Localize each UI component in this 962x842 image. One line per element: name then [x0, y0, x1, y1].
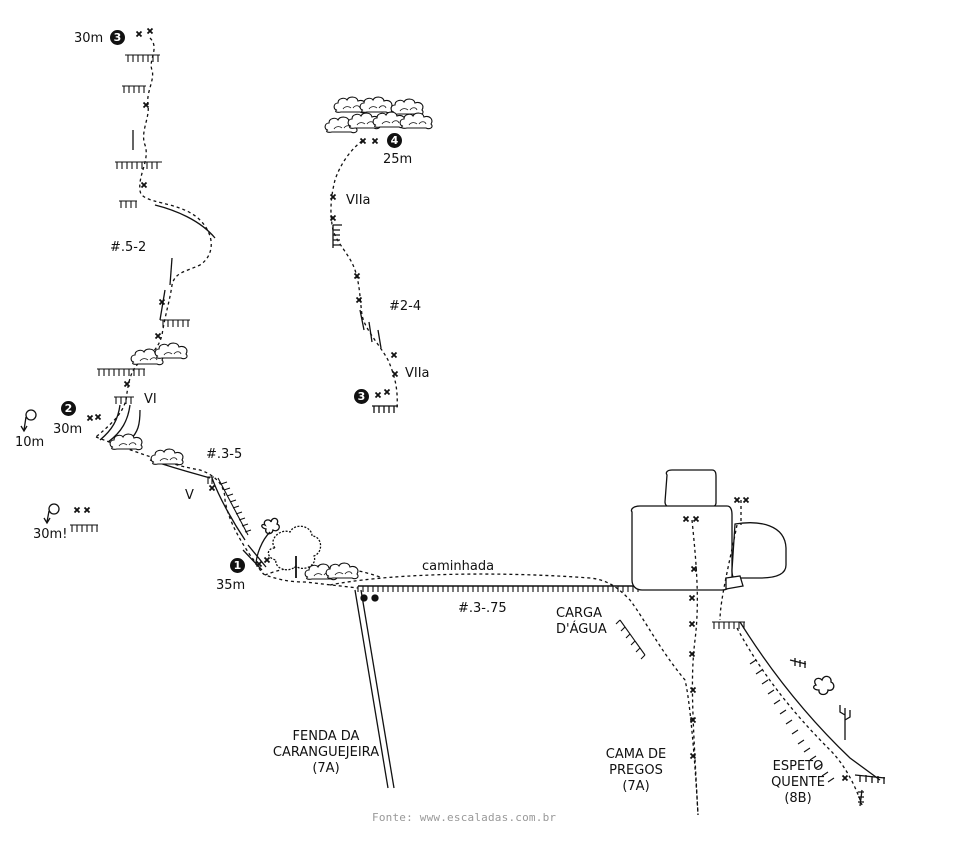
cama-de-pregos-line — [691, 500, 742, 816]
approach-label: caminhada — [422, 559, 495, 574]
carga-dagua-feature — [615, 619, 646, 660]
rappel-anchor-icon — [20, 409, 60, 525]
route-grade: (7A) — [312, 761, 340, 776]
gear-label: #.5-2 — [110, 240, 147, 255]
route-name-line: CARGA — [556, 606, 602, 621]
route-grade: (8B) — [784, 791, 812, 806]
tree-icon — [255, 517, 322, 578]
source-credit: Fonte: www.escaladas.com.br — [372, 811, 557, 824]
main-route-bolts — [73, 27, 271, 568]
upper-route-rock-features — [332, 224, 398, 413]
corner-hatching — [206, 476, 252, 536]
route-name-fenda-da-caranguejeira: FENDA DA CARANGUEJEIRA (7A) — [266, 729, 386, 777]
route-name-line: QUENTE — [771, 775, 825, 790]
belay-ledges — [70, 54, 190, 532]
espeto-quente-vegetation — [812, 675, 851, 782]
route-name-line: PREGOS — [609, 763, 663, 778]
grade-label: VIIa — [405, 366, 430, 381]
pitch-number-badge: 3 — [354, 389, 369, 404]
route-name-line: CAMA DE — [605, 747, 667, 762]
pitch-length-label: 35m — [216, 578, 246, 593]
summit-bushes — [324, 96, 433, 134]
pitch-length-label: 30m — [53, 422, 83, 437]
route-name-line: FENDA DA — [292, 729, 360, 744]
gear-label: #.3-.75 — [458, 601, 507, 616]
upper-route-line — [330, 140, 398, 409]
pitch-length-label: 30m — [74, 31, 104, 46]
pitch-number-badge: 4 — [387, 133, 402, 148]
pitch-length-label: 25m — [383, 152, 413, 167]
gear-label: #.3-5 — [206, 447, 243, 462]
grade-label: VIIa — [346, 193, 371, 208]
route-name-cama-de-pregos: CAMA DE PREGOS (7A) — [596, 747, 676, 795]
approach-ledge — [357, 585, 639, 602]
route-name-line: ESPETO — [772, 759, 824, 774]
route-name-line: D'ÁGUA — [556, 622, 607, 637]
pitch-number-badge: 3 — [110, 30, 125, 45]
grade-label: VI — [144, 392, 157, 407]
rappel-length-label: 30m! — [33, 527, 68, 542]
gear-label: #2-4 — [389, 299, 422, 314]
fenda-crack-lines — [354, 589, 395, 789]
rappel-length-label: 10m — [15, 435, 45, 450]
route-name-carga-dagua: CARGA D'ÁGUA — [556, 606, 607, 638]
grade-label: V — [185, 488, 194, 503]
boulder-blocks — [630, 469, 787, 591]
route-name-line: CARANGUEJEIRA — [272, 745, 380, 760]
espeto-quente-line — [712, 621, 886, 807]
pitch-number-badge: 1 — [230, 558, 245, 573]
pitch-number-badge: 2 — [61, 401, 76, 416]
route-name-espeto-quente: ESPETO QUENTE (8B) — [758, 759, 838, 807]
route-grade: (7A) — [622, 779, 650, 794]
